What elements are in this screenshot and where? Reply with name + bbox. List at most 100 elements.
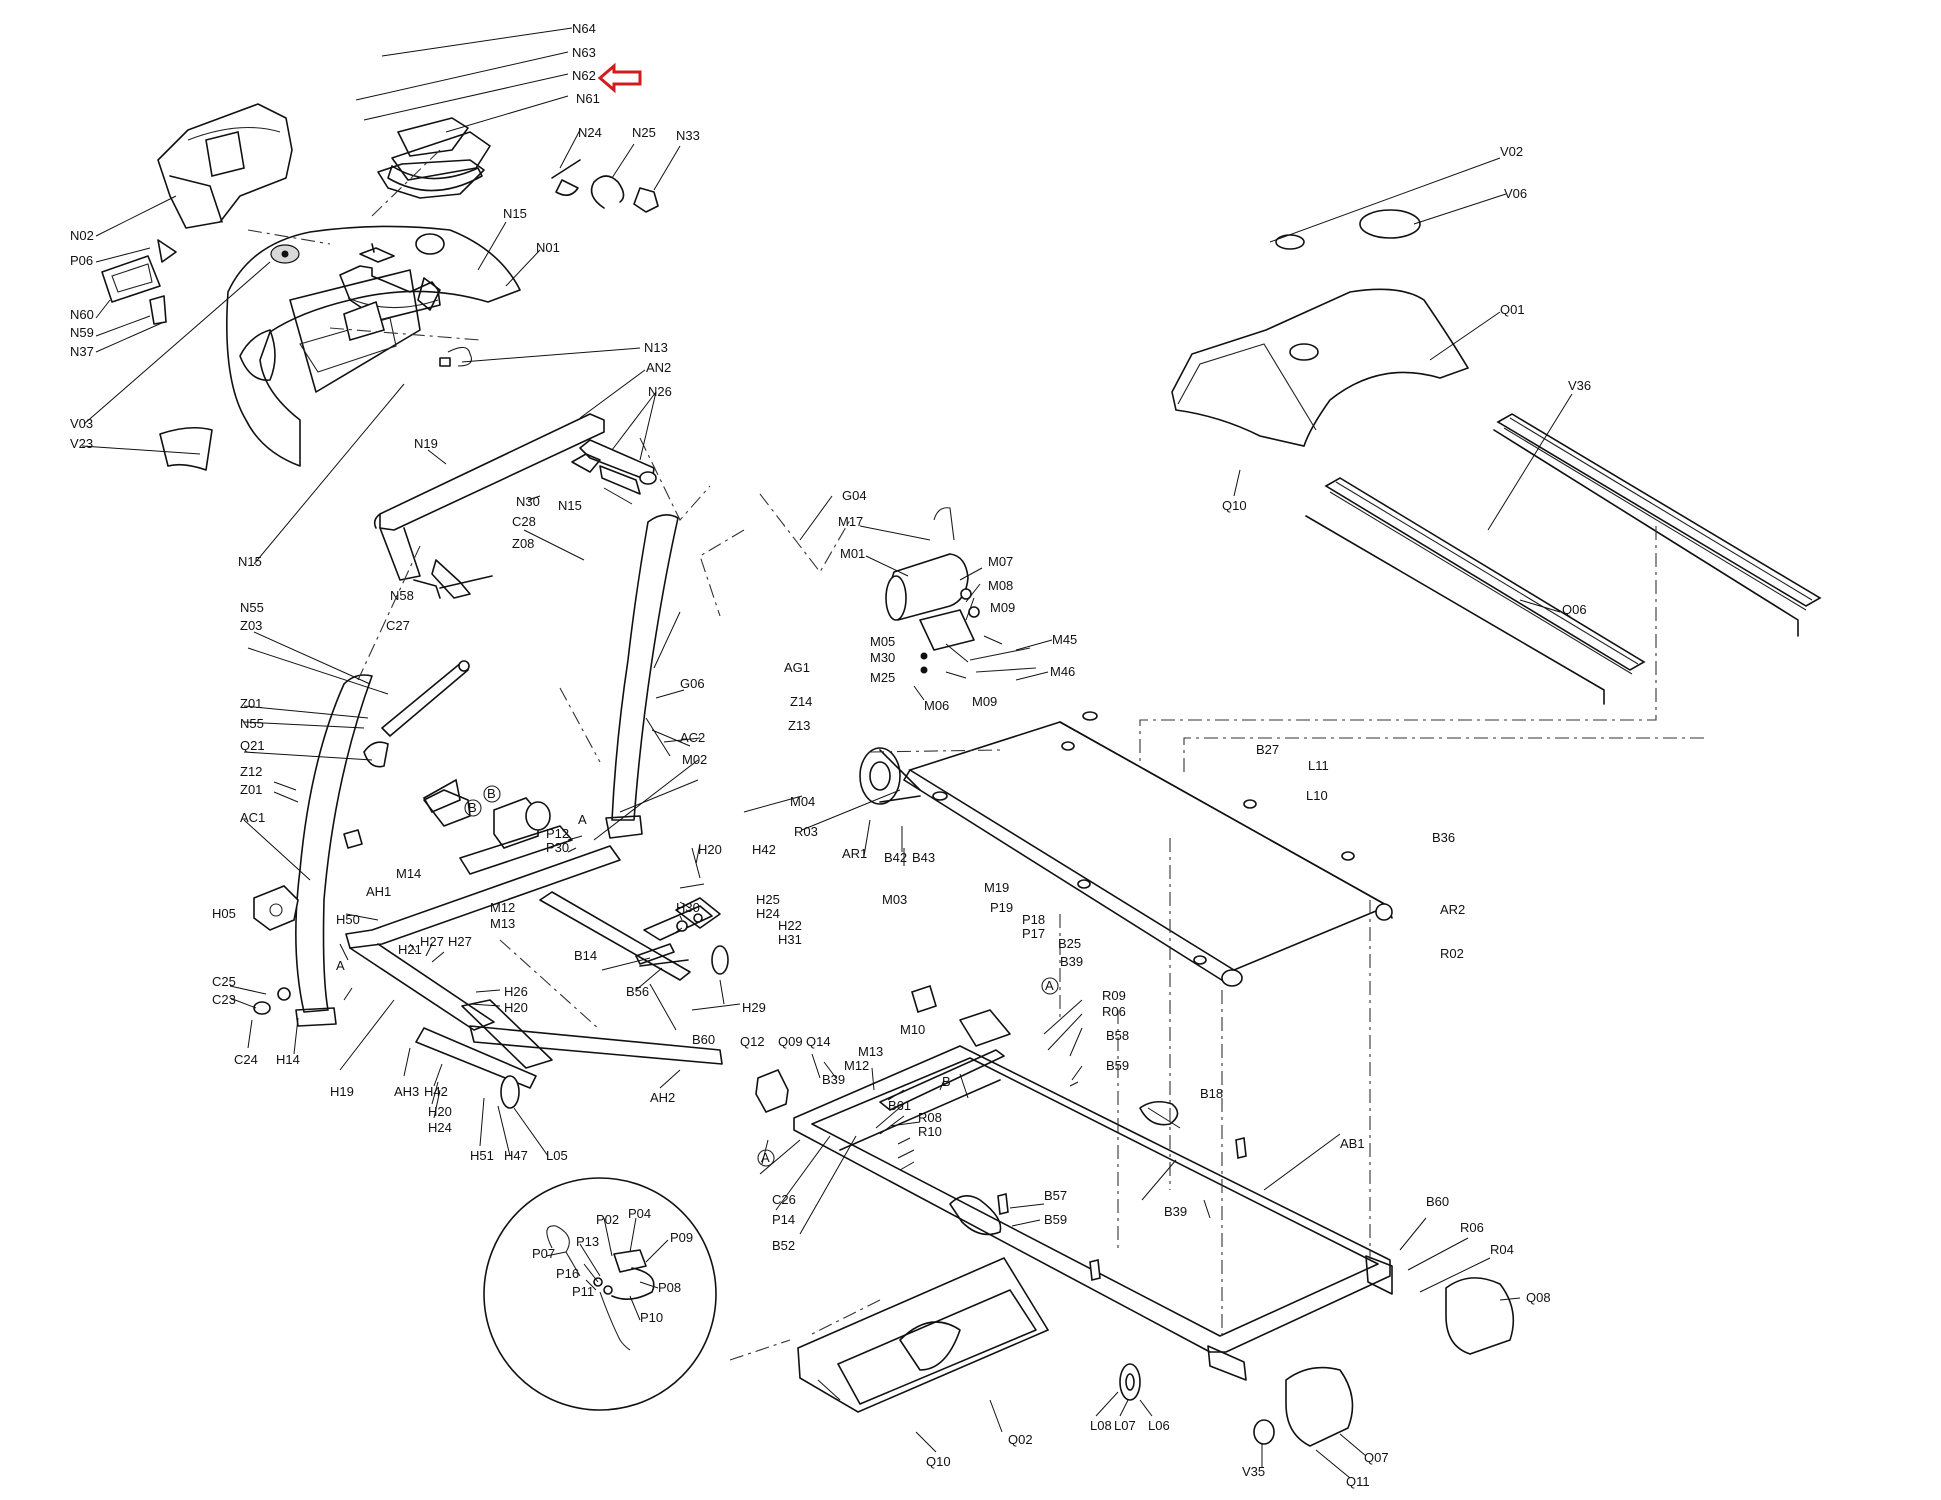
label-M02: M02 xyxy=(682,752,707,767)
label-Z01-a: Z01 xyxy=(240,696,262,711)
label-M12-a: M12 xyxy=(490,900,515,915)
label-L05: L05 xyxy=(546,1148,568,1163)
label-H22: H22 xyxy=(778,918,802,933)
label-P07: P07 xyxy=(532,1246,555,1261)
label-M30: M30 xyxy=(870,650,895,665)
label-M03: M03 xyxy=(882,892,907,907)
label-B39-a: B39 xyxy=(1060,954,1083,969)
label-Q01: Q01 xyxy=(1500,302,1525,317)
label-Q07: Q07 xyxy=(1364,1450,1389,1465)
label-N58: N58 xyxy=(390,588,414,603)
label-N63: N63 xyxy=(572,45,596,60)
label-N25: N25 xyxy=(632,125,656,140)
label-P06: P06 xyxy=(70,253,93,268)
label-P08: P08 xyxy=(658,1280,681,1295)
label-R10: R10 xyxy=(918,1124,942,1139)
base-frame xyxy=(755,838,1515,1447)
label-M25: M25 xyxy=(870,670,895,685)
wiring-detail xyxy=(483,1177,717,1411)
label-H27-b: H27 xyxy=(448,934,472,949)
label-C27: C27 xyxy=(386,618,410,633)
label-N13: N13 xyxy=(644,340,668,355)
label-V02: V02 xyxy=(1500,144,1523,159)
label-B56: B56 xyxy=(626,984,649,999)
leader-lines xyxy=(81,27,1573,1479)
label-N59: N59 xyxy=(70,325,94,340)
label-H47: H47 xyxy=(504,1148,528,1163)
label-P04: P04 xyxy=(628,1206,651,1221)
label-C25: C25 xyxy=(212,974,236,989)
label-L10: L10 xyxy=(1306,788,1328,803)
label-H20-b: H20 xyxy=(504,1000,528,1015)
console-assembly xyxy=(101,103,659,471)
label-Q10-a: Q10 xyxy=(1222,498,1247,513)
label-B60-a: B60 xyxy=(692,1032,715,1047)
label-N15-c: N15 xyxy=(238,554,262,569)
label-P17: P17 xyxy=(1022,926,1045,941)
label-H05: H05 xyxy=(212,906,236,921)
label-M06: M06 xyxy=(924,698,949,713)
label-H31: H31 xyxy=(778,932,802,947)
label-P16: P16 xyxy=(556,1266,579,1281)
label-B-circle-2: B xyxy=(487,786,496,801)
label-B25: B25 xyxy=(1058,936,1081,951)
label-N33: N33 xyxy=(676,128,700,143)
motor-hood-and-rails xyxy=(1139,209,1822,836)
label-P14: P14 xyxy=(772,1212,795,1227)
label-Z14: Z14 xyxy=(790,694,812,709)
label-N15-a: N15 xyxy=(503,206,527,221)
label-Q10-b: Q10 xyxy=(926,1454,951,1469)
label-R04: R04 xyxy=(1490,1242,1514,1257)
label-N37: N37 xyxy=(70,344,94,359)
label-B39-b: B39 xyxy=(822,1072,845,1087)
label-R06-b: R06 xyxy=(1460,1220,1484,1235)
label-Q12: Q12 xyxy=(740,1034,765,1049)
label-AC2: AC2 xyxy=(680,730,705,745)
label-H50: H50 xyxy=(336,912,360,927)
label-N19: N19 xyxy=(414,436,438,451)
label-B14: B14 xyxy=(574,948,597,963)
lift-assembly xyxy=(345,789,729,1109)
label-H20-a: H20 xyxy=(698,842,722,857)
label-L08: L08 xyxy=(1090,1418,1112,1433)
label-Z13: Z13 xyxy=(788,718,810,733)
reference-markers xyxy=(464,785,1059,1167)
label-P18: P18 xyxy=(1022,912,1045,927)
label-M17: M17 xyxy=(838,514,863,529)
label-AG1: AG1 xyxy=(784,660,810,675)
label-AB1: AB1 xyxy=(1340,1136,1365,1151)
label-C23: C23 xyxy=(212,992,236,1007)
motor-assembly xyxy=(885,507,1037,674)
label-Z01-b: Z01 xyxy=(240,782,262,797)
label-H21: H21 xyxy=(398,942,422,957)
label-Z03: Z03 xyxy=(240,618,262,633)
label-B61: B61 xyxy=(888,1098,911,1113)
label-AH3: AH3 xyxy=(394,1084,419,1099)
label-M10: M10 xyxy=(900,1022,925,1037)
label-AN2: AN2 xyxy=(646,360,671,375)
label-B27: B27 xyxy=(1256,742,1279,757)
label-N55-a: N55 xyxy=(240,600,264,615)
deck-assembly xyxy=(859,711,1393,987)
label-B52: B52 xyxy=(772,1238,795,1253)
label-P09: P09 xyxy=(670,1230,693,1245)
label-Z12: Z12 xyxy=(240,764,262,779)
assembly-guide-lines xyxy=(247,149,1119,1361)
label-A-1: A xyxy=(578,812,587,827)
label-H24-a: H24 xyxy=(756,906,780,921)
label-M08: M08 xyxy=(988,578,1013,593)
label-AH2: AH2 xyxy=(650,1090,675,1105)
label-H42-b: H42 xyxy=(424,1084,448,1099)
label-B-1: B xyxy=(942,1074,951,1089)
label-C24: C24 xyxy=(234,1052,258,1067)
label-M13-b: M13 xyxy=(858,1044,883,1059)
label-N24: N24 xyxy=(578,125,602,140)
label-Q06: Q06 xyxy=(1562,602,1587,617)
label-H51: H51 xyxy=(470,1148,494,1163)
bottom-pan xyxy=(797,1256,1050,1413)
label-A-2: A xyxy=(336,958,345,973)
label-P19: P19 xyxy=(990,900,1013,915)
label-P11: P11 xyxy=(572,1284,594,1299)
label-P13: P13 xyxy=(576,1234,599,1249)
